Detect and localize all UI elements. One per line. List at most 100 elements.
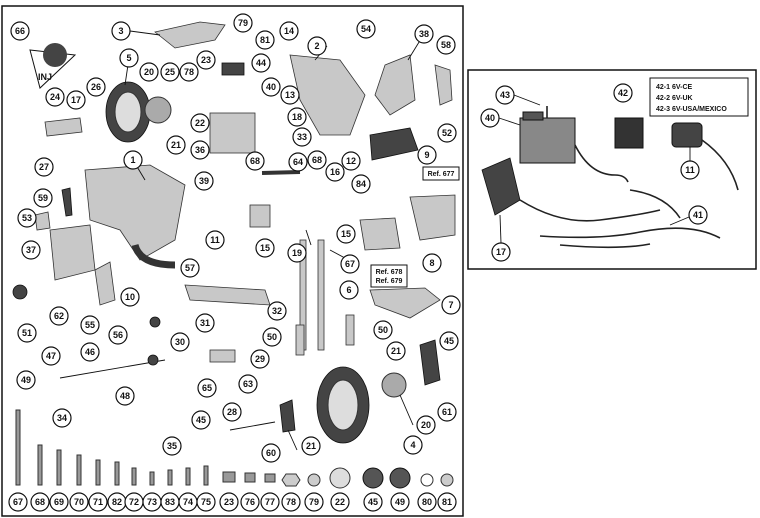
- callout-55: 55: [80, 315, 100, 335]
- callout-label: 65: [202, 383, 212, 393]
- callout-54: 54: [356, 19, 376, 39]
- callout-label: 1: [130, 155, 135, 165]
- callout-63: 63: [238, 374, 258, 394]
- callout-60: 60: [261, 443, 281, 463]
- callout-label: 64: [293, 157, 303, 167]
- callout-label: 66: [15, 26, 25, 36]
- callout-label: 80: [422, 497, 432, 507]
- callout-label: 73: [147, 497, 157, 507]
- hw-callout: 74: [178, 492, 198, 512]
- callout-29: 29: [250, 349, 270, 369]
- callout-50: 50: [262, 327, 282, 347]
- callout-47: 47: [41, 346, 61, 366]
- inset-legend: 42-1 6V-CE 42-2 6V-UK 42-3 6V-USA/MEXICO: [649, 77, 749, 117]
- callout-46: 46: [80, 342, 100, 362]
- hw-callout: 81: [437, 492, 457, 512]
- callout-list: 66 3 79 14 54 38 58 5 20 25 78 23 81 44 …: [10, 13, 461, 463]
- callout-label: 24: [50, 92, 60, 102]
- callout-label: 52: [442, 128, 452, 138]
- callout-53: 53: [17, 208, 37, 228]
- callout-45b: 45: [191, 410, 211, 430]
- callout-label: 7: [448, 300, 453, 310]
- part-shapes: [12, 21, 456, 444]
- callout-15b: 15: [336, 224, 356, 244]
- callout-61: 61: [437, 402, 457, 422]
- callout-label: 17: [496, 247, 506, 257]
- hw-callout: 67: [8, 492, 28, 512]
- callout-84: 84: [351, 174, 371, 194]
- callout-label: 40: [266, 82, 276, 92]
- hw-callout: 82: [107, 492, 127, 512]
- callout-17-inset: 17: [491, 242, 511, 262]
- hw-callout: 68: [30, 492, 50, 512]
- callout-label: 79: [238, 18, 248, 28]
- callout-label: 45: [196, 415, 206, 425]
- callout-52: 52: [437, 123, 457, 143]
- callout-32: 32: [267, 301, 287, 321]
- callout-label: 42: [618, 88, 628, 98]
- inset-callouts: 43 42 40 11 17 41: [480, 83, 708, 262]
- callout-label: 59: [38, 193, 48, 203]
- callout-label: 81: [442, 497, 452, 507]
- callout-62: 62: [49, 306, 69, 326]
- callout-label: 43: [500, 90, 510, 100]
- callout-13: 13: [280, 85, 300, 105]
- callout-18: 18: [287, 107, 307, 127]
- callout-label: 2: [314, 41, 319, 51]
- callout-16: 16: [325, 162, 345, 182]
- callout-label: 21: [391, 346, 401, 356]
- callout-3: 3: [111, 21, 131, 41]
- callout-label: 47: [46, 351, 56, 361]
- ref-label: Ref. 679: [376, 278, 403, 285]
- callout-21b: 21: [386, 341, 406, 361]
- callout-8: 8: [422, 253, 442, 273]
- callout-label: 35: [167, 441, 177, 451]
- brand-logo: INJ: [29, 43, 77, 89]
- callout-label: 18: [292, 112, 302, 122]
- callout-label: 57: [185, 263, 195, 273]
- callout-19: 19: [287, 243, 307, 263]
- hw-callout: 45: [363, 492, 383, 512]
- callout-label: 11: [685, 165, 695, 175]
- callout-label: 29: [255, 354, 265, 364]
- callout-49: 49: [16, 370, 36, 390]
- callout-label: 75: [201, 497, 211, 507]
- callout-4: 4: [403, 435, 423, 455]
- callout-66: 66: [10, 21, 30, 41]
- callout-21: 21: [166, 135, 186, 155]
- callout-39: 39: [194, 171, 214, 191]
- callout-label: 23: [224, 497, 234, 507]
- callout-label: 50: [267, 332, 277, 342]
- callout-label: 71: [93, 497, 103, 507]
- callout-label: 38: [419, 29, 429, 39]
- callout-label: 48: [120, 391, 130, 401]
- callout-label: 5: [126, 53, 131, 63]
- callout-label: 62: [54, 311, 64, 321]
- callout-label: 50: [378, 325, 388, 335]
- callout-label: 4: [410, 440, 415, 450]
- ref-label: Ref. 677: [428, 171, 455, 178]
- callout-label: 51: [22, 328, 32, 338]
- callout-9: 9: [417, 145, 437, 165]
- callout-label: 9: [424, 150, 429, 160]
- callout-28: 28: [222, 402, 242, 422]
- callout-20b: 20: [416, 415, 436, 435]
- callout-label: 23: [201, 55, 211, 65]
- ref-box-678-679: Ref. 678 Ref. 679: [370, 264, 408, 288]
- callout-59: 59: [33, 188, 53, 208]
- callout-58: 58: [436, 35, 456, 55]
- callout-label: 82: [112, 497, 122, 507]
- hardware-callouts: 67 68 69 70 71 82 72 73 83 74 75 23 76 7…: [8, 492, 457, 512]
- callout-79: 79: [233, 13, 253, 33]
- callout-6: 6: [339, 280, 359, 300]
- callout-7: 7: [441, 295, 461, 315]
- callout-label: 81: [260, 35, 270, 45]
- hw-callout: 23: [219, 492, 239, 512]
- callout-12: 12: [341, 151, 361, 171]
- callout-45: 45: [439, 331, 459, 351]
- callout-label: 36: [195, 145, 205, 155]
- callout-label: 67: [13, 497, 23, 507]
- callout-38: 38: [414, 24, 434, 44]
- legend-line: 42-1 6V-CE: [656, 84, 693, 91]
